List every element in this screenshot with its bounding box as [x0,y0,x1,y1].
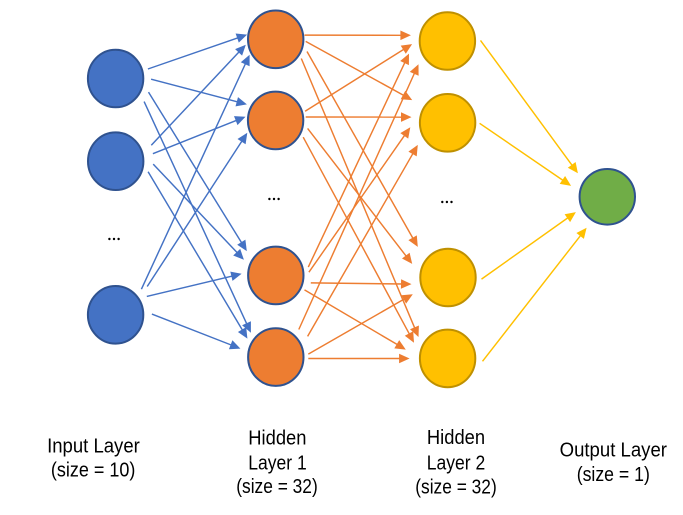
svg-text:Hidden: Hidden [248,428,306,450]
svg-text:(size = 10): (size = 10) [51,460,136,482]
svg-text:Input Layer: Input Layer [47,436,140,458]
svg-text:(size = 1): (size = 1) [577,464,650,486]
svg-text:(size = 32): (size = 32) [236,476,318,498]
svg-text:Layer 2: Layer 2 [427,453,486,475]
svg-text:Layer 1: Layer 1 [248,453,307,475]
svg-text:Hidden: Hidden [427,427,485,449]
svg-text:(size = 32): (size = 32) [415,477,497,499]
svg-text:Output Layer: Output Layer [560,440,668,462]
